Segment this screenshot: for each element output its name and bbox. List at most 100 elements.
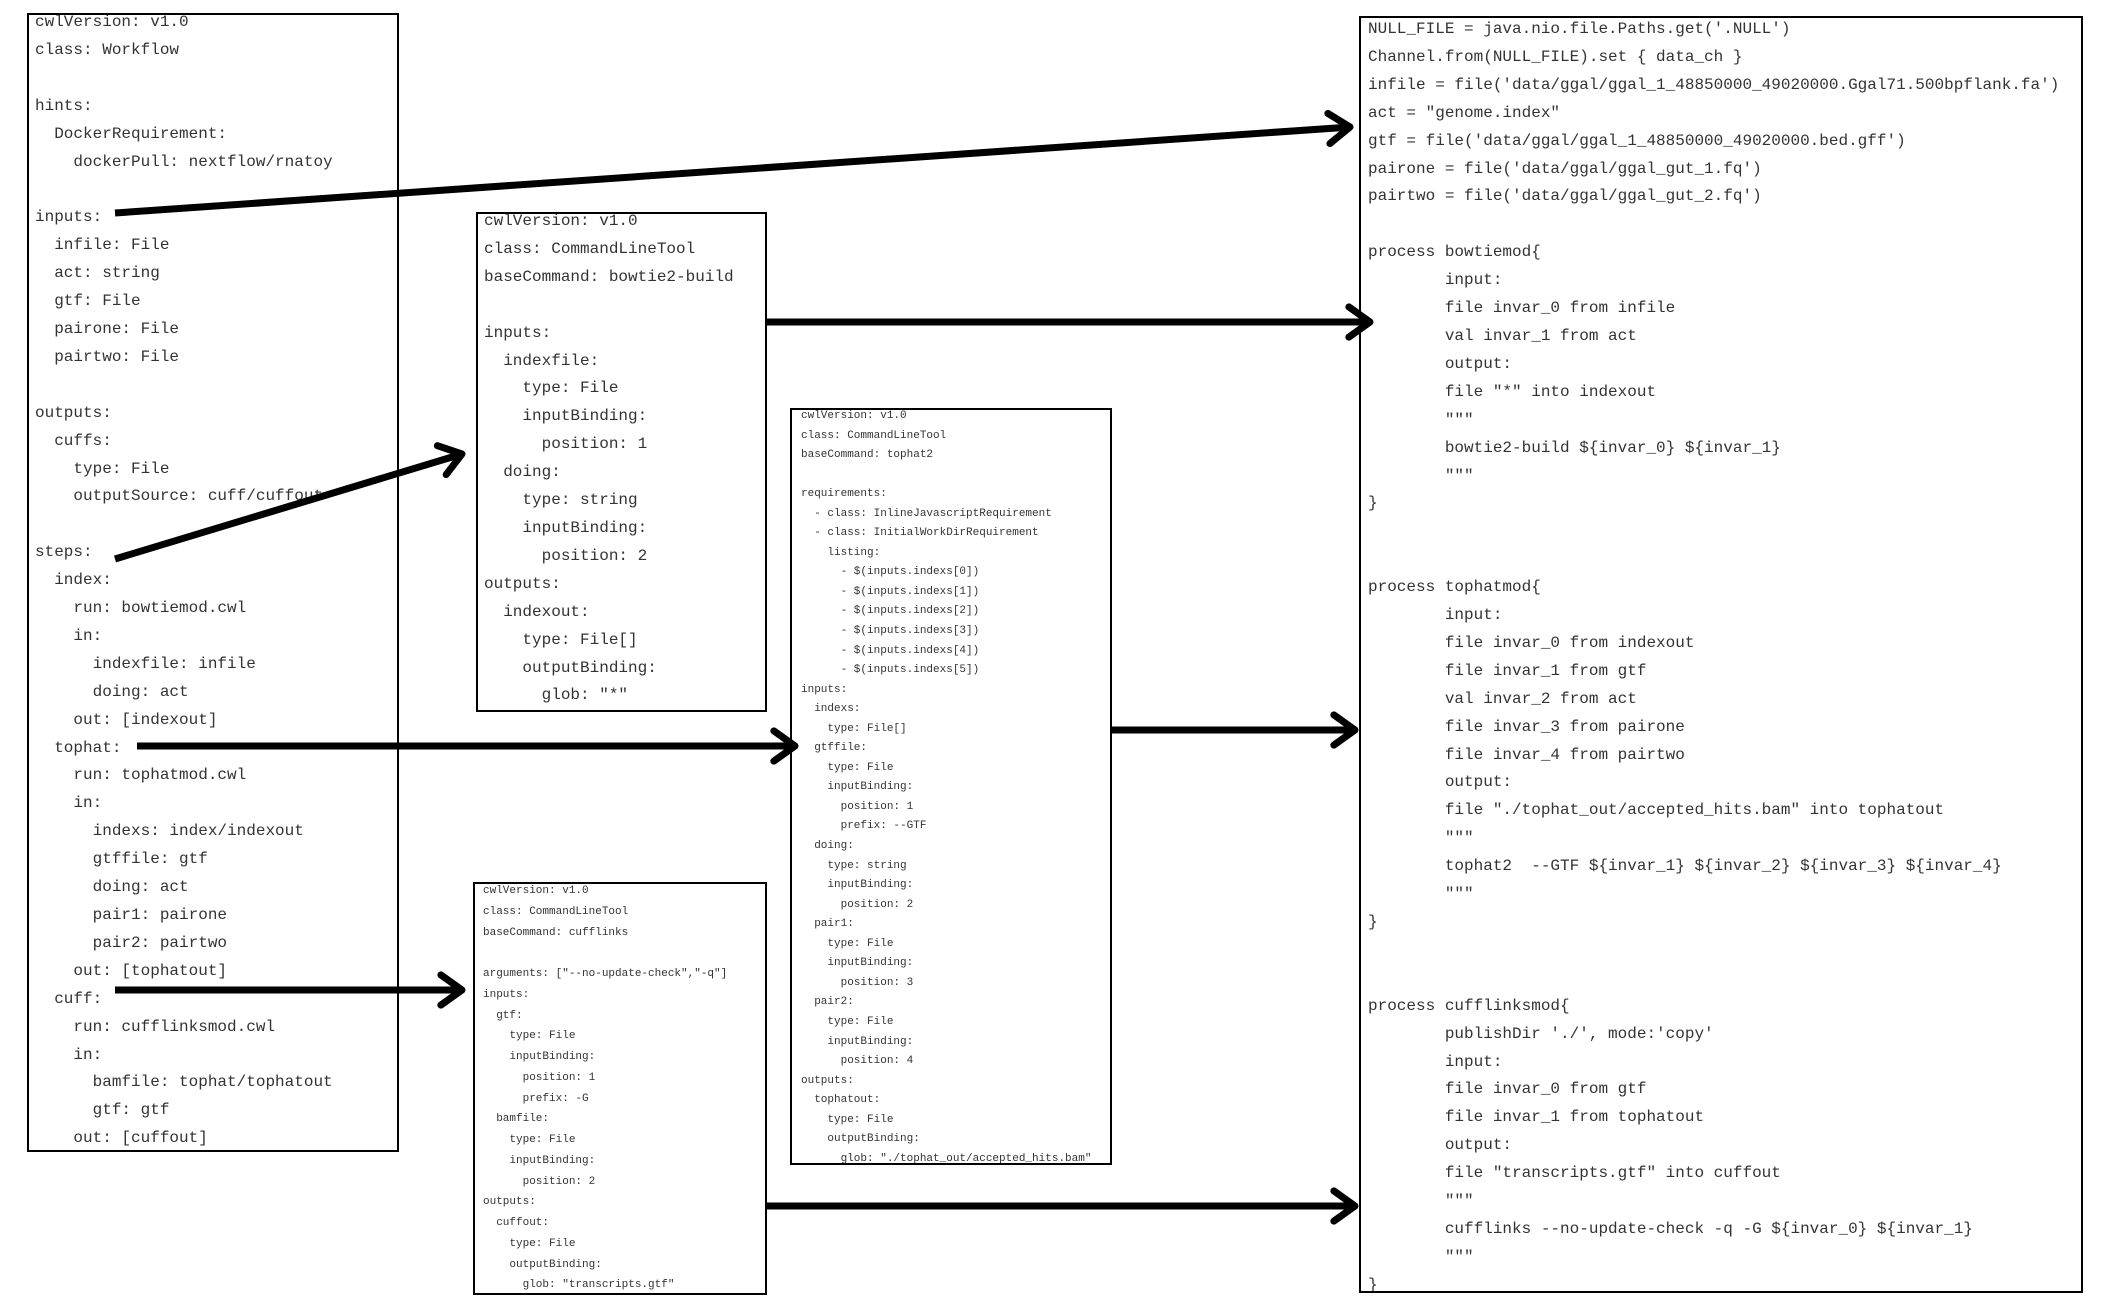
code-line: input: (1368, 606, 1503, 625)
code-line: inputs: (484, 323, 552, 342)
code-line (1368, 546, 2081, 574)
code-line: type: File[] (484, 630, 638, 649)
code-line: bamfile: tophat/tophatout (35, 1073, 333, 1092)
code-line (1368, 211, 2081, 239)
code-line: cuffs: (35, 431, 112, 450)
code-line: """ (1368, 829, 1474, 848)
code-line: infile: File (35, 236, 170, 255)
code-line (35, 511, 397, 539)
code-line: indexout: (484, 602, 590, 621)
code-line: position: 3 (801, 976, 914, 989)
code-line: file "*" into indexout (1368, 382, 1657, 401)
code-line: out: [indexout] (35, 710, 218, 729)
code-line: type: File (801, 937, 894, 950)
arrow-head (1330, 711, 1359, 749)
code-line: pair2: pairtwo (35, 933, 228, 952)
code-line: output: (1368, 1136, 1513, 1155)
code-line: class: Workflow (35, 40, 180, 59)
code-line: inputBinding: (484, 407, 648, 426)
code-line: position: 2 (483, 1175, 596, 1188)
code-line: process bowtiemod{ (1368, 243, 1541, 262)
code-line: baseCommand: bowtie2-build (484, 267, 734, 286)
code-line: """ (1368, 1192, 1474, 1211)
code-line: glob: "./tophat_out/accepted_hits.bam" (801, 1152, 1092, 1165)
code-line: gtffile: (801, 742, 868, 755)
code-line: - class: InitialWorkDirRequirement (801, 527, 1039, 540)
code-line: inputBinding: (483, 1154, 596, 1167)
code-line (484, 292, 765, 320)
code-line: indexfile: infile (35, 654, 256, 673)
code-line: pair1: pairone (35, 906, 228, 924)
code-line: input: (1368, 271, 1503, 290)
code-line: position: 2 (484, 546, 648, 565)
arrow-cufflinks-to-nextflow-cufflinksmod (767, 1187, 1359, 1225)
code-line: } (1368, 494, 1378, 513)
code-line: class: CommandLineTool (483, 905, 629, 918)
code-line: type: File (35, 459, 170, 478)
code-line: type: File (483, 1134, 576, 1146)
code-line (1368, 937, 2081, 965)
code-line: val invar_2 from act (1368, 689, 1637, 708)
code-line: prefix: -G (483, 1092, 589, 1105)
nextflow-script-code: NULL_FILE = java.nio.file.Paths.get('.NU… (1361, 18, 2081, 1293)
code-line: cwlVersion: v1.0 (484, 212, 638, 230)
code-line: file invar_1 from tophatout (1368, 1108, 1705, 1127)
code-line: type: string (484, 491, 638, 510)
code-line: inputBinding: (483, 1051, 596, 1063)
code-line: outputBinding: (484, 658, 657, 677)
code-line: } (1368, 913, 1378, 931)
code-line: cwlVersion: v1.0 (483, 885, 589, 897)
code-line: outputBinding: (483, 1258, 602, 1271)
code-line: position: 2 (801, 898, 914, 911)
code-line: gtf = file('data/ggal/ggal_1_48850000_49… (1368, 131, 1906, 150)
code-line: NULL_FILE = java.nio.file.Paths.get('.NU… (1368, 20, 1791, 38)
code-line: act = "genome.index" (1368, 103, 1561, 122)
code-line: in: (35, 794, 103, 813)
arrow-head (437, 971, 466, 1009)
code-line: outputs: (35, 403, 112, 422)
code-line: doing: act (35, 682, 189, 701)
code-line: file invar_0 from infile (1368, 299, 1676, 318)
code-line: run: tophatmod.cwl (35, 766, 247, 785)
code-line: input: (1368, 1052, 1503, 1071)
code-line (1368, 965, 2081, 993)
code-line: - $(inputs.indexs[3]) (801, 625, 980, 638)
code-line: doing: act (35, 878, 189, 897)
code-line: """ (1368, 885, 1474, 904)
code-line: - $(inputs.indexs[2]) (801, 605, 980, 618)
code-line: outputBinding: (801, 1133, 920, 1146)
code-line (35, 65, 397, 93)
code-line: type: File (801, 761, 894, 774)
code-line: inputs: (35, 208, 103, 227)
code-line: bowtie2-build ${invar_0} ${invar_1} (1368, 438, 1781, 457)
code-line: pairtwo: File (35, 347, 180, 366)
code-line: file invar_3 from pairone (1368, 717, 1685, 736)
code-line: position: 1 (483, 1071, 596, 1084)
code-line: tophatout: (801, 1094, 881, 1107)
code-line: index: (35, 571, 112, 590)
code-line: cufflinks --no-update-check -q -G ${inva… (1368, 1219, 1973, 1238)
code-line: cwlVersion: v1.0 (801, 410, 907, 422)
code-line: type: string (801, 859, 907, 872)
code-line: requirements: (801, 488, 887, 501)
code-line: """ (1368, 410, 1474, 429)
code-line: - $(inputs.indexs[1]) (801, 585, 980, 598)
code-line: position: 1 (484, 435, 648, 454)
code-line (801, 466, 1110, 486)
code-line: gtf: gtf (35, 1101, 170, 1120)
code-line: type: File[] (801, 722, 907, 735)
code-line: - $(inputs.indexs[4]) (801, 644, 980, 657)
code-line: inputs: (483, 988, 530, 1001)
code-line: pairtwo = file('data/ggal/ggal_gut_2.fq'… (1368, 187, 1762, 206)
code-line: type: File (483, 1030, 576, 1043)
code-line: """ (1368, 466, 1474, 485)
code-line: } (1368, 1275, 1378, 1293)
code-line: type: File (801, 1113, 894, 1126)
arrow-head (1330, 1187, 1359, 1225)
code-line: tophat2 --GTF ${invar_1} ${invar_2} ${in… (1368, 857, 2002, 876)
